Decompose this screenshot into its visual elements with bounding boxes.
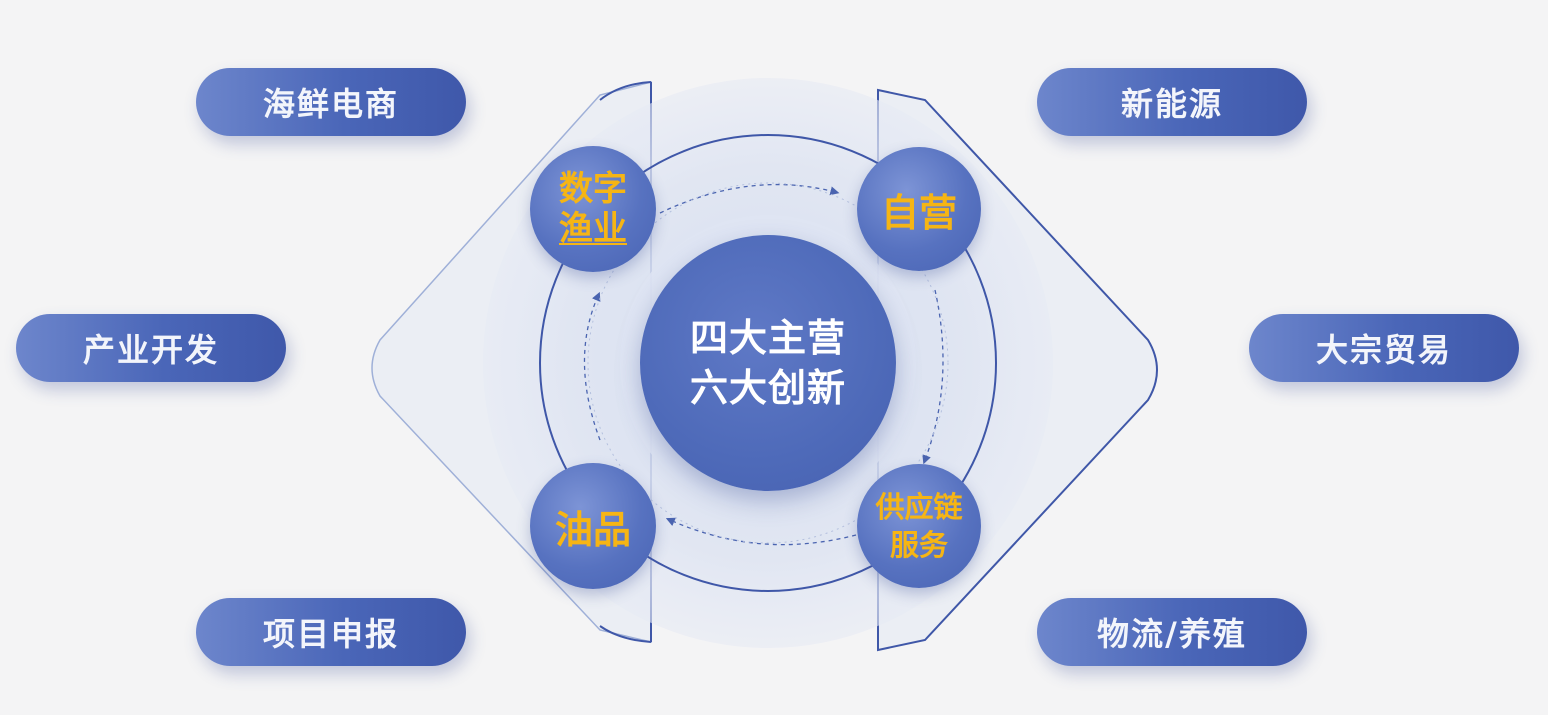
left-frame-diagonal-top [599,81,652,101]
arrow-left [583,291,601,441]
pill-project-application-label: 项目申报 [262,615,399,653]
node-oil-products: 油品 [530,463,656,589]
pill-bulk-trade: 大宗贸易 [1249,314,1519,382]
pill-seafood-ecommerce: 海鲜电商 [196,68,466,136]
node-digital-fishery: 数字 渔业 [530,146,656,272]
node-self-operated: 自营 [857,147,981,271]
pill-project-application: 项目申报 [196,598,466,666]
node-digital-fishery-line1: 数字 [559,169,627,209]
pill-logistics-breeding: 物流/养殖 [1037,598,1307,666]
node-supply-chain-line2: 服务 [889,528,948,562]
center-node: 四大主营 六大创新 [640,235,896,491]
node-self-operated-label: 自营 [880,190,957,235]
pill-industry-development: 产业开发 [16,314,286,382]
node-oil-products-label: 油品 [554,507,631,552]
left-frame-diagonal-bottom [599,625,652,643]
pill-logistics-breeding-label: 物流/养殖 [1097,615,1247,653]
pill-seafood-ecommerce-label: 海鲜电商 [262,85,399,123]
node-supply-chain-service: 供应链 服务 [857,464,981,588]
outer-ring [539,134,997,592]
node-supply-chain-line1: 供应链 [875,490,963,524]
pill-new-energy-label: 新能源 [1120,85,1223,123]
arrow-right [922,289,944,465]
pill-new-energy: 新能源 [1037,68,1307,136]
inner-dotted-ring [587,182,949,544]
center-line1: 四大主营 [689,316,846,360]
node-digital-fishery-line2: 渔业 [559,209,627,249]
center-line2: 六大创新 [689,366,846,410]
pill-industry-development-label: 产业开发 [82,331,219,369]
pill-bulk-trade-label: 大宗贸易 [1315,331,1452,369]
